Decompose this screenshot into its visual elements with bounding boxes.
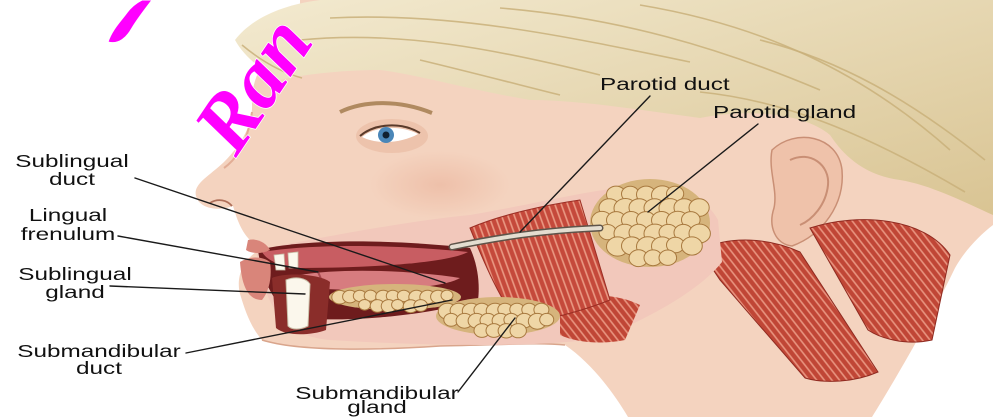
label-parotid-duct: Parotid duct [600,74,730,94]
submandibular-gland-lobule [540,313,554,325]
watermark-fragment [108,0,152,43]
parotid-gland [590,179,710,267]
sublingual-gland-lobule [441,290,453,301]
submandibular-gland-lobule [510,324,526,338]
label-parotid-duct-text: Parotid duct [600,74,730,94]
label-submandibular-duct: Submandibular duct [17,341,180,378]
cheek-shading [370,151,510,219]
label-lingual-frenulum-line2: frenulum [21,224,116,244]
sublingual-gland-lobule [359,300,371,311]
label-lingual-frenulum-line1: Lingual [29,205,107,225]
label-lingual-frenulum: Lingual frenulum [21,205,116,244]
label-sublingual-gland-line2: gland [45,282,104,302]
label-submandibular-duct-line2: duct [76,358,122,378]
parotid-gland-lobule [682,237,703,255]
label-submandibular-gland: Submandibular gland [295,383,458,417]
sublingual-gland-lobule [392,300,404,311]
parotid-gland-lobule [659,250,677,265]
label-submandibular-gland-line2: gland [347,397,406,417]
lower-incisor [286,278,310,329]
label-sublingual-duct-line2: duct [49,169,95,189]
upper-tooth [274,254,285,270]
upper-tooth [288,252,298,268]
label-parotid-gland: Parotid gland [713,102,856,122]
label-sublingual-duct: Sublingual duct [15,151,128,189]
label-sublingual-gland: Sublingual gland [18,264,131,302]
label-parotid-gland-text: Parotid gland [713,102,856,122]
pupil [383,132,390,139]
